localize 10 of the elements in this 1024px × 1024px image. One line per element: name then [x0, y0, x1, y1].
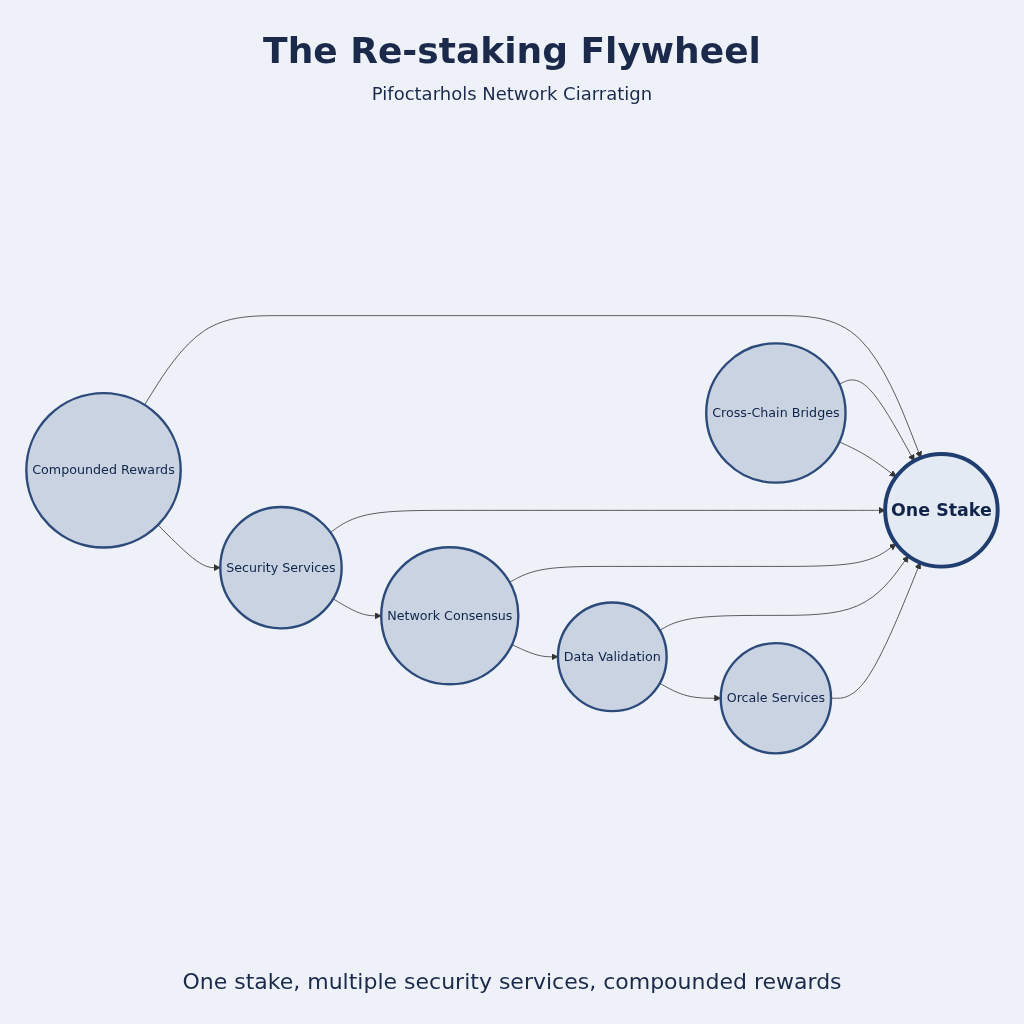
node-circle: One Stake: [883, 452, 1000, 569]
node-circle: Data Validation: [556, 601, 668, 713]
node-circle: Orcale Services: [719, 641, 833, 755]
title: The Re-staking Flywheel: [263, 30, 761, 71]
node-circle: Network Consensus: [380, 546, 520, 686]
note-text: Pifoctarhols Network Ciarratign: [371, 83, 653, 104]
node-circle: Compounded Rewards: [25, 391, 182, 549]
caption: One stake, multiple security services, compounded rewards: [182, 969, 842, 994]
node-circle: Security Services: [219, 505, 343, 630]
node-circle: Cross-Chain Bridges: [705, 342, 847, 484]
